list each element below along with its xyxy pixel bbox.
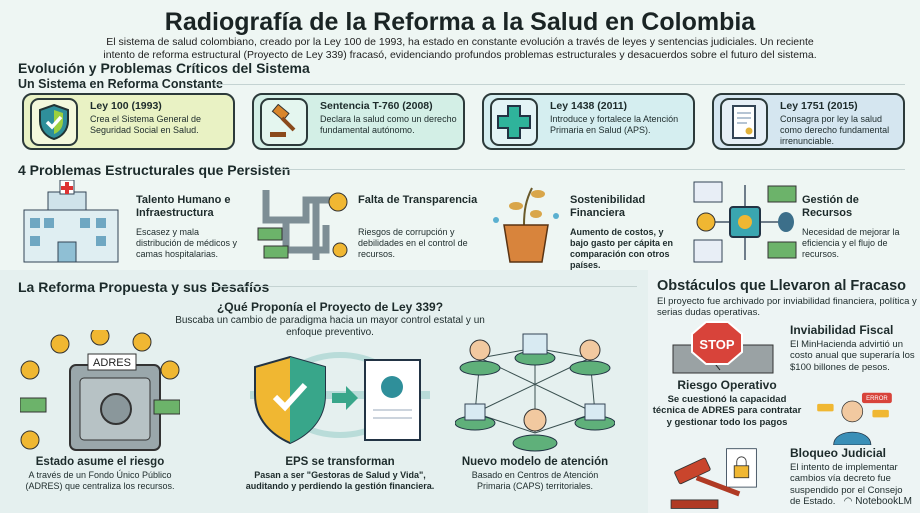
- adres-safe-icon: ADRES: [20, 330, 180, 451]
- wilting-plant-icon: [493, 187, 559, 263]
- card-title: Sentencia T-760 (2008): [320, 100, 433, 112]
- stop-sign-icon: STOP: [672, 321, 774, 374]
- obstacle-desc: El intento de implementar cambios vía de…: [790, 461, 903, 508]
- gavel-lock-icon: [670, 448, 757, 509]
- brand-logo: ◠ NotebookLM: [844, 496, 912, 507]
- error-label: ERROR: [866, 396, 888, 402]
- obstacle-title: Inviabilidad Fiscal: [790, 323, 894, 337]
- problem-title: Gestión de Recursos: [802, 194, 859, 219]
- problem-desc: Riesgos de corrupción y debilidades en e…: [358, 227, 468, 259]
- reform-item-title: Estado asume el riesgo: [35, 456, 165, 468]
- reform-title: La Reforma Propuesta y sus Desafíos: [18, 279, 270, 295]
- card-desc: Declara la salud como un derecho fundame…: [320, 114, 457, 135]
- page-title: Radiografía de la Reforma a la Salud en …: [164, 8, 756, 36]
- reform-item-desc: A través de un Fondo Único Público (ADRE…: [25, 470, 175, 491]
- problem-title: Falta de Transparencia: [358, 194, 478, 206]
- document-scroll-icon: [720, 98, 768, 146]
- medical-cross-icon: [490, 98, 538, 146]
- resource-chip-icon: [693, 181, 797, 263]
- reform-item: Estado asume el riesgo A través de un Fon…: [20, 456, 180, 492]
- divider: [280, 169, 905, 170]
- card-title: Ley 1438 (2011): [550, 100, 628, 112]
- obstacles-section: Obstáculos que Llevaron al Fracaso El pr…: [648, 270, 920, 513]
- reform-item-desc: Pasan a ser "Gestoras de Salud y Vida", …: [245, 470, 435, 491]
- problem-desc: Necesidad de mejorar la eficiencia y el …: [802, 227, 900, 259]
- card-title: Ley 1751 (2015): [780, 100, 858, 112]
- stop-label: STOP: [699, 337, 734, 352]
- safe-label: ADRES: [93, 357, 131, 369]
- obstacle-title: Riesgo Operativo: [677, 378, 777, 392]
- problem-item: Gestión de Recursos Necesidad de mejorar…: [690, 180, 910, 266]
- problem-title: Sostenibilidad Financiera: [570, 194, 646, 219]
- obstacles-title: Obstáculos que Llevaron al Fracaso: [657, 278, 906, 294]
- timeline-card: Sentencia T-760 (2008) Declara la salud c…: [252, 93, 465, 150]
- card-desc: Introduce y fortalece la Atención Primar…: [550, 114, 679, 135]
- reform-item-title: Nuevo modelo de atención: [461, 456, 609, 468]
- divider: [212, 286, 637, 287]
- problem-item: Talento Humano e Infraestructura Escasez…: [18, 180, 243, 266]
- hospital-icon: [23, 180, 119, 263]
- problems-title: 4 Problemas Estructurales que Persisten: [18, 162, 291, 178]
- problem-desc: Escasez y mala distribución de médicos y…: [136, 227, 238, 259]
- brand-label: NotebookLM: [855, 496, 912, 507]
- timeline-card: Ley 100 (1993) Crea el Sistema General de…: [22, 93, 235, 150]
- problem-item: Falta de Transparencia Riesgos de corrup…: [256, 180, 481, 266]
- problem-desc: Aumento de costos, y bajo gasto per cápi…: [570, 227, 674, 270]
- stressed-operator-icon: ERROR: [817, 392, 892, 445]
- timeline-card: Ley 1751 (2015) Consagra por ley la salud…: [712, 93, 905, 150]
- timeline-title: Un Sistema en Reforma Constante: [18, 77, 223, 91]
- question-desc: Buscaba un cambio de paradigma hacia un …: [175, 315, 485, 338]
- reform-item-desc: Basado en Centros de Atención Primaria (…: [471, 470, 599, 491]
- obstacle-title: Bloqueo Judicial: [790, 446, 887, 460]
- card-desc: Crea el Sistema General de Seguridad Soc…: [90, 114, 202, 135]
- obstacle-desc: Se cuestionó la capacidad técnica de ADR…: [652, 393, 802, 428]
- card-desc: Consagra por ley la salud como derecho f…: [780, 114, 890, 146]
- divider: [215, 84, 905, 85]
- timeline-card: Ley 1438 (2011) Introduce y fortalece la …: [482, 93, 695, 150]
- problem-item: Sostenibilidad Financiera Aumento de cos…: [486, 180, 686, 270]
- gavel-icon: [260, 98, 308, 146]
- obstacle-desc: El MinHacienda advirtió un costo anual q…: [790, 338, 915, 373]
- obstacles-desc: El proyecto fue archivado por inviabilid…: [657, 296, 917, 318]
- shield-check-icon: [30, 98, 78, 146]
- question-title: ¿Qué Proponía el Proyecto de Ley 339?: [216, 300, 444, 314]
- section-title: Evolución y Problemas Críticos del Siste…: [18, 60, 310, 76]
- leaking-pipes-icon: [257, 190, 348, 260]
- card-title: Ley 100 (1993): [90, 100, 162, 112]
- intro-text: El sistema de salud colombiano, creado p…: [103, 36, 817, 61]
- reform-item-title: EPS se transforman: [285, 456, 395, 468]
- problem-title: Talento Humano e Infraestructura: [136, 194, 231, 219]
- care-network-icon: [455, 333, 615, 452]
- eps-transform-icon: [250, 352, 430, 445]
- notebooklm-icon: ◠: [843, 496, 856, 507]
- reform-section: La Reforma Propuesta y sus Desafíos ¿Qué…: [0, 270, 650, 513]
